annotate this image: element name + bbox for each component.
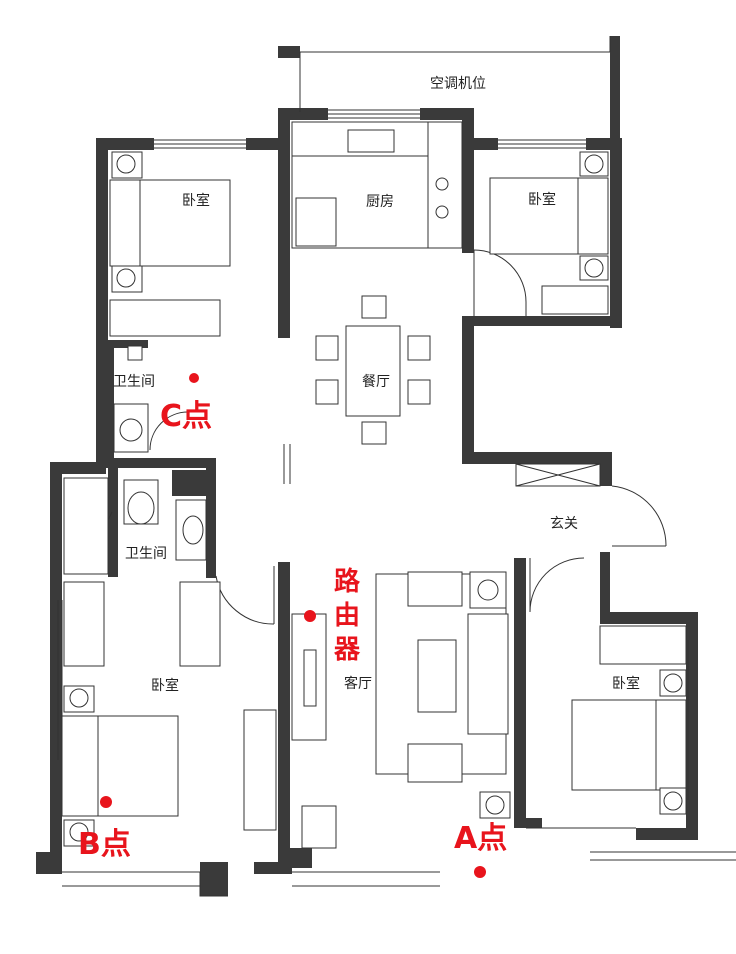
label-bedroom-top-left: 卧室 — [182, 192, 210, 209]
router-label-3: 器 — [333, 635, 361, 665]
c-point-label: C点 — [160, 399, 212, 434]
a-point-dot — [474, 866, 486, 878]
a-point-label: A点 — [454, 821, 507, 856]
label-bathroom-upper: 卫生间 — [113, 374, 155, 390]
label-ac-position: 空调机位 — [430, 76, 486, 92]
label-bedroom-bottom-left: 卧室 — [151, 677, 179, 694]
label-bedroom-top-right: 卧室 — [528, 191, 556, 208]
walls — [36, 36, 698, 896]
doors — [85, 249, 667, 625]
router-label-2: 由 — [334, 601, 360, 631]
label-living: 客厅 — [344, 675, 372, 692]
router-label-1: 路 — [334, 566, 361, 597]
room-labels: 空调机位 厨房 卧室 卧室 餐厅 卫生间 卫生间 玄关 卧室 客厅 卧室 — [113, 76, 640, 694]
measurement-markers: C点 路 由 器 B点 A点 — [78, 373, 507, 878]
label-bedroom-bottom-right: 卧室 — [612, 675, 640, 692]
c-point-dot — [189, 373, 199, 383]
b-point-label: B点 — [78, 827, 131, 862]
router-dot — [304, 610, 316, 622]
label-dining: 餐厅 — [362, 374, 390, 390]
label-bathroom-lower: 卫生间 — [125, 546, 167, 562]
label-kitchen: 厨房 — [366, 194, 394, 210]
label-entrance: 玄关 — [550, 515, 578, 532]
furniture — [61, 121, 687, 849]
outlines — [57, 36, 736, 897]
b-point-dot — [100, 796, 112, 808]
